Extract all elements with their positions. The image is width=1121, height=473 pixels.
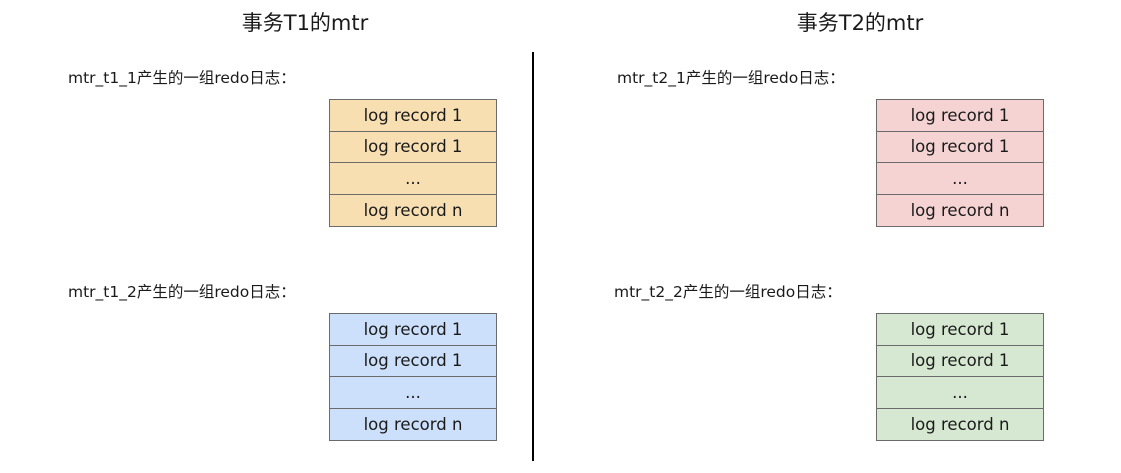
log-record-row: log record n (910, 201, 1010, 221)
t2-group1-caption: mtr_t2_1产生的一组redo日志： (617, 69, 845, 87)
log-record-row: log record n (363, 201, 463, 221)
log-record-row: log record 1 (330, 346, 496, 378)
log-record-ellipsis-row: ... (330, 163, 496, 195)
t2-title: 事务T2的mtr (796, 11, 924, 35)
t2-group1-stack: log record 1 log record 1 ... log record… (876, 99, 1044, 228)
t1-group2-stack: log record 1 log record 1 ... log record… (329, 313, 497, 442)
log-record-row: log record 1 (877, 132, 1043, 164)
log-record-row: log record 1 (330, 132, 496, 164)
t1-group1-caption: mtr_t1_1产生的一组redo日志： (68, 69, 296, 87)
column-divider (532, 52, 534, 461)
log-record-row: log record 1 (877, 100, 1043, 132)
log-record-row: log record n (363, 415, 463, 435)
log-record-ellipsis-row: ... (877, 377, 1043, 409)
log-record-row: log record 1 (877, 314, 1043, 346)
log-record-row: log record 1 (330, 314, 496, 346)
t1-title: 事务T1的mtr (241, 11, 369, 35)
log-record-row: log record 1 (330, 100, 496, 132)
log-record-row: log record n (910, 415, 1010, 435)
t2-group2-caption: mtr_t2_2产生的一组redo日志： (614, 283, 842, 301)
t1-group2-caption: mtr_t1_2产生的一组redo日志： (68, 283, 296, 301)
t1-group1-stack: log record 1 log record 1 ... log record… (329, 99, 497, 228)
log-record-ellipsis-row: ... (877, 163, 1043, 195)
t2-group2-stack: log record 1 log record 1 ... log record… (876, 313, 1044, 442)
log-record-row: log record 1 (877, 346, 1043, 378)
log-record-ellipsis-row: ... (330, 377, 496, 409)
